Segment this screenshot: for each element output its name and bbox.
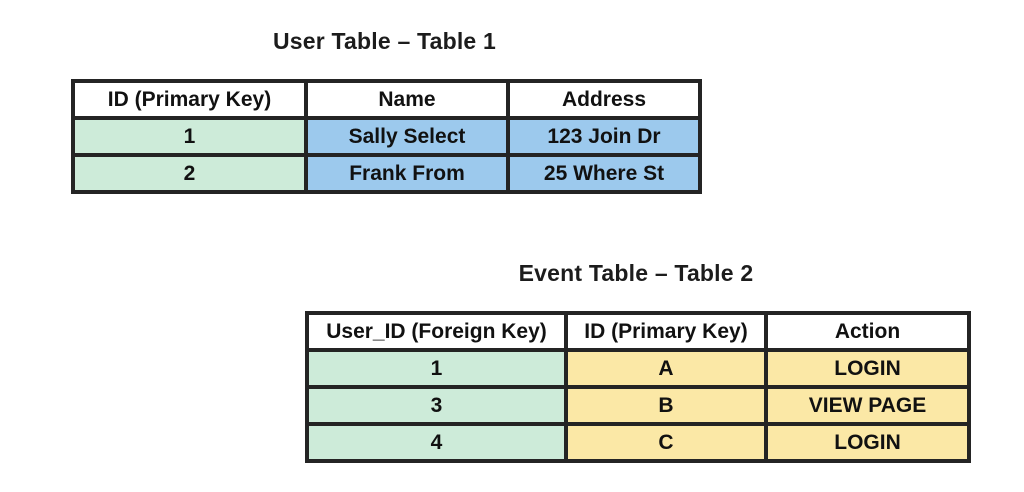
event-table-section: Event Table – Table 2 User_ID (Foreign K… [305,259,971,463]
user-table-header-row: ID (Primary Key) Name Address [71,79,702,120]
event-table-cell-action: LOGIN [764,348,971,389]
event-table-header-id-primary-key: ID (Primary Key) [564,311,768,352]
event-table-header-row: User_ID (Foreign Key) ID (Primary Key) A… [305,311,971,352]
event-table-header-action: Action [764,311,971,352]
user-table-title: User Table – Table 1 [272,28,497,54]
user-table-cell-id: 1 [71,116,308,157]
user-table-cell-address: 25 Where St [506,153,702,194]
event-table: User_ID (Foreign Key) ID (Primary Key) A… [305,311,971,463]
event-table-row: 1 A LOGIN [305,348,971,389]
event-table-cell-id: B [564,385,768,426]
event-table-cell-id: A [564,348,768,389]
user-table-row: 2 Frank From 25 Where St [71,153,702,194]
user-table-header-name: Name [304,79,510,120]
event-table-cell-user-id: 1 [305,348,568,389]
event-table-cell-id: C [564,422,768,463]
event-table-cell-action: VIEW PAGE [764,385,971,426]
user-table-cell-address: 123 Join Dr [506,116,702,157]
event-table-cell-user-id: 3 [305,385,568,426]
user-table-cell-id: 2 [71,153,308,194]
user-table: ID (Primary Key) Name Address 1 Sally Se… [71,79,702,194]
event-table-title: Event Table – Table 2 [518,260,754,286]
user-table-header-address: Address [506,79,702,120]
event-table-row: 3 B VIEW PAGE [305,385,971,426]
event-table-header-user-id-foreign-key: User_ID (Foreign Key) [305,311,568,352]
user-table-row: 1 Sally Select 123 Join Dr [71,116,702,157]
user-table-cell-name: Sally Select [304,116,510,157]
user-table-cell-name: Frank From [304,153,510,194]
event-table-row: 4 C LOGIN [305,422,971,463]
user-table-header-id-primary-key: ID (Primary Key) [71,79,308,120]
event-table-cell-user-id: 4 [305,422,568,463]
user-table-section: User Table – Table 1 ID (Primary Key) Na… [71,27,702,194]
event-table-cell-action: LOGIN [764,422,971,463]
